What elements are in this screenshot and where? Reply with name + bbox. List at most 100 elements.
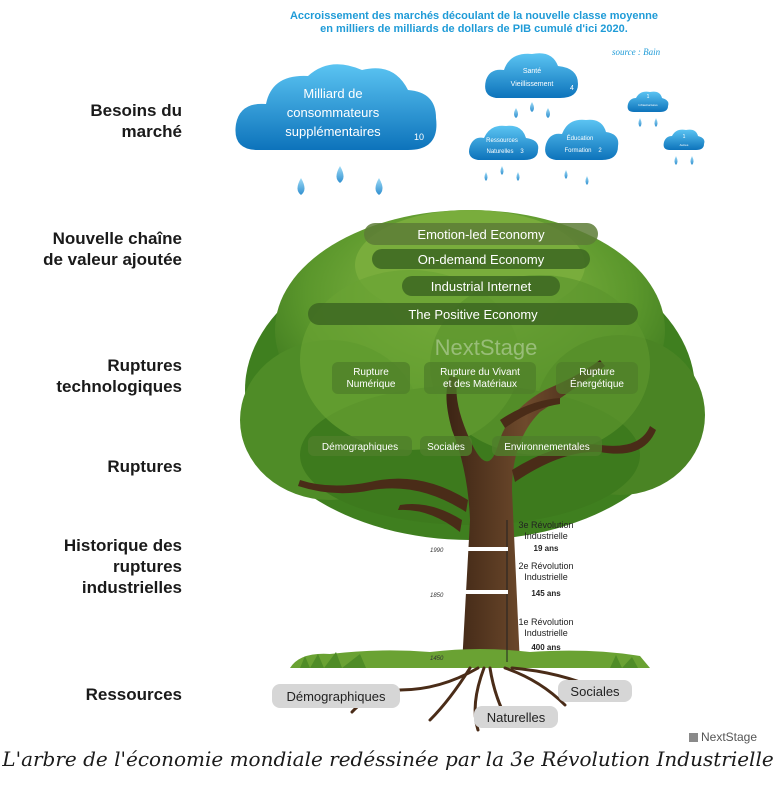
cloud-infrastructures: 1 Infrastructures (627, 91, 669, 112)
tech-rupture-label: Énergétique (570, 377, 624, 390)
cloud-main-line1: Milliard de (303, 86, 362, 101)
ruptures: Démographiques Sociales Environnementale… (308, 436, 602, 456)
raindrop-icon (514, 108, 518, 118)
left-label-line: ruptures (113, 557, 182, 576)
cloud-sante: Santé Vieillissement 4 (485, 53, 578, 98)
cloud-main-line2: consommateurs (287, 105, 380, 120)
left-label-line: Ressources (85, 685, 182, 704)
cloud-ressources-line2: Naturelles (486, 149, 513, 155)
revolution-duration: 19 ans (534, 544, 559, 553)
value-chain-item: Industrial Internet (431, 279, 532, 294)
raindrop-icon (336, 166, 344, 183)
year-label: 1990 (430, 548, 444, 554)
revolution-label: 2e Révolution (518, 561, 573, 571)
label-ruptures: Ruptures (107, 456, 182, 477)
cloud-small1-line1: Infrastructures (638, 103, 658, 107)
label-resources: Ressources (86, 684, 182, 705)
raindrop-icon (516, 172, 520, 181)
cloud-main-value: 10 (414, 132, 424, 142)
revolution-label: 1e Révolution (518, 617, 573, 627)
label-tech-ruptures: Ruptures technologiques (56, 355, 182, 397)
revolution-label: Industrielle (524, 572, 568, 582)
cloud-education-line1: Éducation (567, 135, 594, 142)
caption: L'arbre de l'économie mondiale redéssiné… (2, 747, 774, 771)
revolution-label: 3e Révolution (518, 520, 573, 530)
header-title: Accroissement des marchés découlant de l… (236, 10, 712, 36)
year-label: 1850 (430, 593, 444, 599)
tech-rupture-label: et des Matériaux (443, 379, 517, 390)
label-value-chain: Nouvelle chaîne de valeur ajoutée (43, 228, 182, 270)
raindrop-icon (297, 178, 305, 195)
brand-name: NextStage (701, 730, 758, 744)
cloud-ressources-value: 3 (520, 149, 524, 155)
resource-label: Naturelles (487, 710, 546, 725)
value-chain-item: Emotion-led Economy (417, 227, 545, 242)
tree-trunk (298, 360, 656, 665)
left-label-line: de valeur ajoutée (43, 250, 182, 269)
watermark: NextStage (435, 335, 538, 360)
cloud-ressources-line1: Ressources (486, 138, 518, 144)
year-label: 1450 (430, 656, 444, 662)
raindrop-icon (674, 156, 678, 165)
cloud-ressources: Ressources Naturelles 3 (469, 125, 539, 160)
revolution-duration: 400 ans (531, 643, 561, 652)
rupture-label: Sociales (427, 442, 465, 453)
brand-mark-icon (689, 733, 698, 742)
raindrop-icon (484, 172, 488, 181)
raindrop-icon (638, 118, 642, 127)
header-line-1: Accroissement des marchés découlant de l… (289, 10, 659, 22)
header-line-2: en milliers de milliards de dollars de P… (320, 23, 628, 35)
cloud-education-line2: Formation (564, 148, 591, 154)
cloud-small1-value: 1 (647, 94, 650, 100)
rupture-label: Démographiques (322, 442, 398, 453)
cloud-sante-line2: Vieillissement (511, 81, 554, 88)
raindrop-icon (585, 176, 589, 185)
raindrop-icon (546, 108, 550, 118)
history-timeline: 1990 1850 1450 3e Révolution Industriell… (430, 520, 574, 662)
left-label-line: Ruptures (107, 457, 182, 476)
source-note: source : Bain (612, 47, 661, 57)
cloud-main-line3: supplémentaires (285, 124, 381, 139)
raindrop-icon (690, 156, 694, 165)
label-history: Historique des ruptures industrielles (64, 535, 182, 598)
raindrop-icon (564, 170, 568, 179)
cloud-education-value: 2 (598, 148, 602, 154)
cloud-education: Éducation Formation 2 (545, 119, 619, 160)
resource-label: Démographiques (286, 689, 386, 704)
revolution-label: Industrielle (524, 531, 568, 541)
revolution-label: Industrielle (524, 628, 568, 638)
value-chain-item: On-demand Economy (418, 252, 545, 267)
raindrop-icon (654, 118, 658, 127)
tech-rupture-label: Numérique (347, 379, 396, 390)
value-chain-item: The Positive Economy (408, 307, 538, 322)
cloud-sante-value: 4 (570, 85, 574, 92)
cloud-autres: 1 Autres (663, 129, 705, 150)
left-label-line: Ruptures (107, 356, 182, 375)
tech-rupture-label: Rupture du Vivant (440, 367, 520, 378)
raindrops-main (297, 166, 383, 195)
left-label-line: industrielles (81, 578, 182, 597)
cloud-main: Milliard de consommateurs supplémentaire… (235, 64, 437, 150)
tech-ruptures: Rupture Numérique Rupture du Vivant et d… (332, 362, 638, 394)
brand-logo: NextStage (689, 730, 757, 744)
resources: Démographiques Naturelles Sociales (272, 680, 632, 728)
raindrop-icon (530, 102, 534, 112)
value-chain: Emotion-led Economy On-demand Economy In… (308, 223, 638, 325)
left-label-line: Nouvelle chaîne (52, 229, 182, 248)
raindrop-icon (375, 178, 383, 195)
resource-label: Sociales (570, 684, 620, 699)
cloud-sante-line1: Santé (523, 68, 541, 75)
rupture-label: Environnementales (504, 442, 590, 453)
cloud-small2-line1: Autres (680, 143, 689, 147)
cloud-small2-value: 1 (683, 134, 686, 140)
raindrop-icon (500, 166, 504, 175)
tech-rupture-label: Rupture (579, 367, 615, 378)
tech-rupture-label: Rupture (353, 367, 389, 378)
left-label-line: Historique des (63, 536, 182, 555)
left-label-line: marché (121, 122, 182, 141)
label-besoins: Besoins du marché (90, 100, 182, 142)
left-label-line: technologiques (56, 377, 182, 396)
left-label-line: Besoins du (90, 101, 182, 120)
